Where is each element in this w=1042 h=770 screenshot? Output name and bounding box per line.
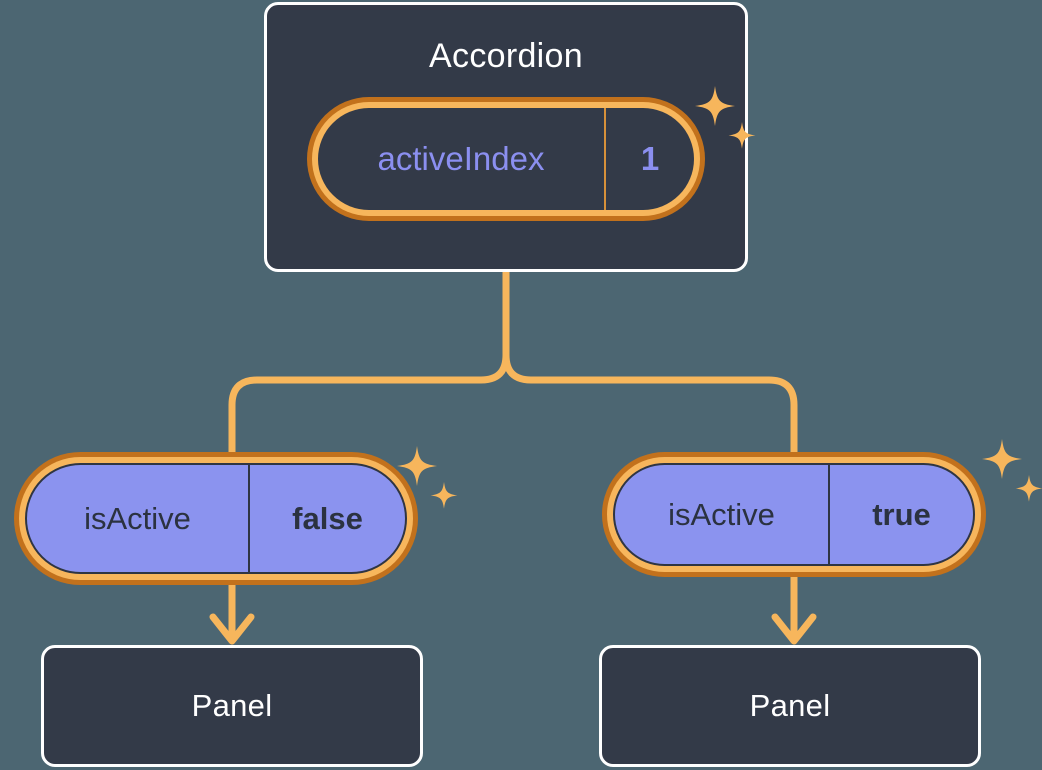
sparkle-small-icon — [1015, 475, 1042, 502]
state-pill-ring: isActive true — [607, 457, 981, 572]
sparkles-panel-right — [982, 439, 1042, 502]
component-node-panel-right[interactable]: Panel — [599, 645, 981, 767]
accordion-title: Accordion — [429, 37, 583, 75]
state-pill-key: isActive — [27, 465, 250, 572]
state-pill-value: true — [872, 496, 931, 532]
state-pill-activeindex[interactable]: activeIndex 1 — [307, 97, 705, 221]
state-pill-body: isActive true — [613, 463, 975, 566]
state-pill-key: activeIndex — [318, 108, 606, 210]
state-pill-isactive-true[interactable]: isActive true — [602, 452, 986, 577]
wire-branch-left — [228, 351, 510, 456]
state-pill-body: activeIndex 1 — [318, 108, 694, 210]
state-pill-ring: isActive false — [19, 457, 413, 580]
wire-branch-right — [502, 351, 798, 456]
wire-arrow-left-head — [209, 613, 255, 645]
component-node-panel-left[interactable]: Panel — [41, 645, 423, 767]
state-pill-value: 1 — [640, 140, 660, 177]
state-pill-key: isActive — [615, 465, 830, 564]
wire-arrow-right-head — [771, 613, 817, 645]
state-pill-isactive-false[interactable]: isActive false — [14, 452, 418, 585]
state-pill-body: isActive false — [25, 463, 407, 574]
panel-title: Panel — [191, 688, 273, 723]
sparkle-small-icon — [430, 482, 458, 509]
panel-title: Panel — [749, 688, 831, 723]
state-pill-ring: activeIndex 1 — [312, 102, 700, 216]
sparkle-large-icon — [982, 439, 1022, 479]
state-pill-value: false — [292, 500, 363, 536]
